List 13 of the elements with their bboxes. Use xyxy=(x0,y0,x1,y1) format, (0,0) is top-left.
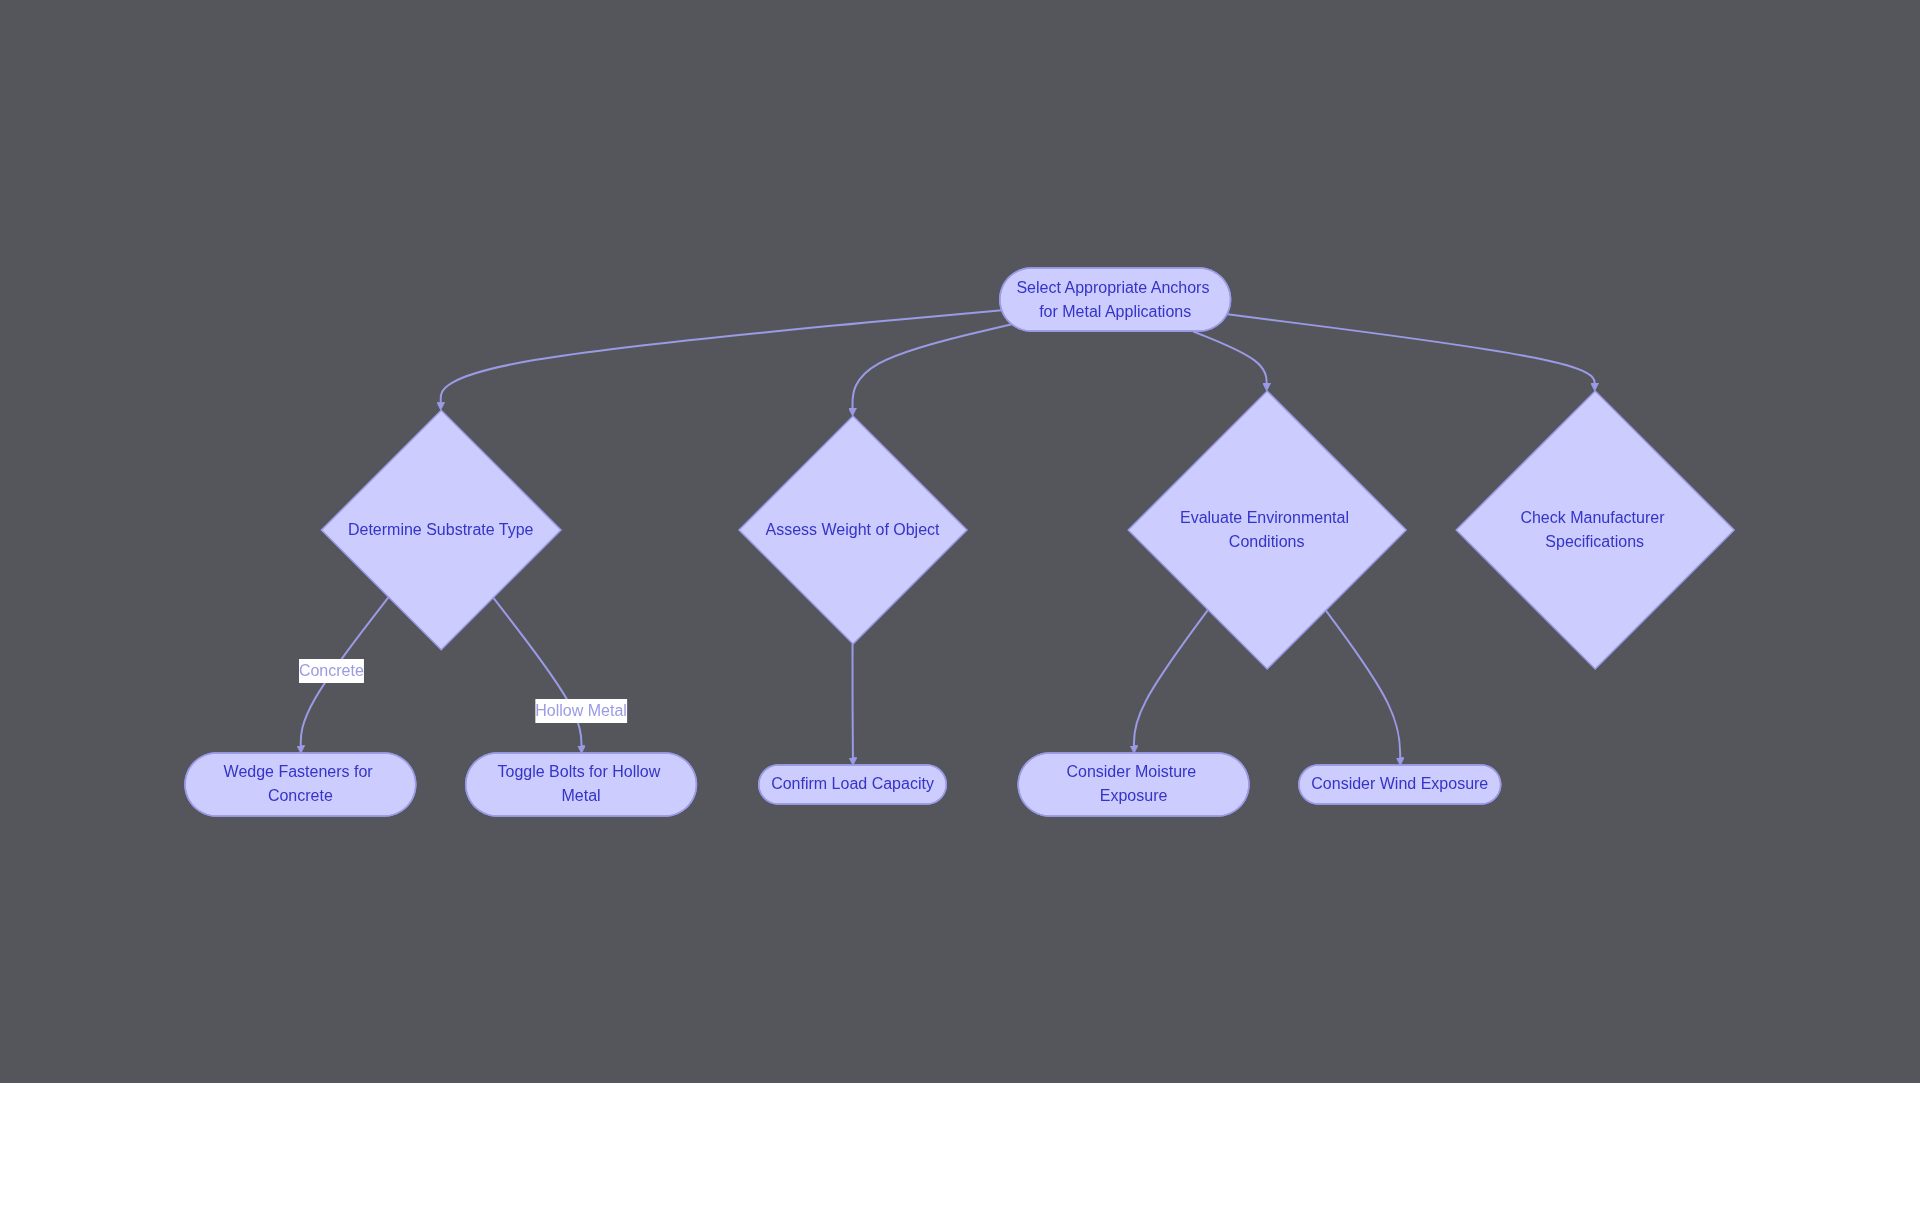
node-diamond: Check Manufacturer Specifications xyxy=(1455,389,1736,670)
edge-label: Hollow Metal xyxy=(535,701,628,719)
arrow xyxy=(848,322,1014,416)
arrow xyxy=(296,595,390,754)
arrow xyxy=(848,642,858,766)
edge-label: Concrete xyxy=(299,661,365,679)
node-diamond: Determine Substrate Type xyxy=(320,408,563,651)
arrow xyxy=(1325,608,1405,766)
node-diamond: Evaluate Environmental Conditions xyxy=(1127,389,1408,670)
arrow xyxy=(1227,312,1600,391)
arrow xyxy=(1130,608,1210,754)
node-diamond: Assess Weight of Object xyxy=(738,414,969,645)
arrow xyxy=(1192,330,1272,391)
